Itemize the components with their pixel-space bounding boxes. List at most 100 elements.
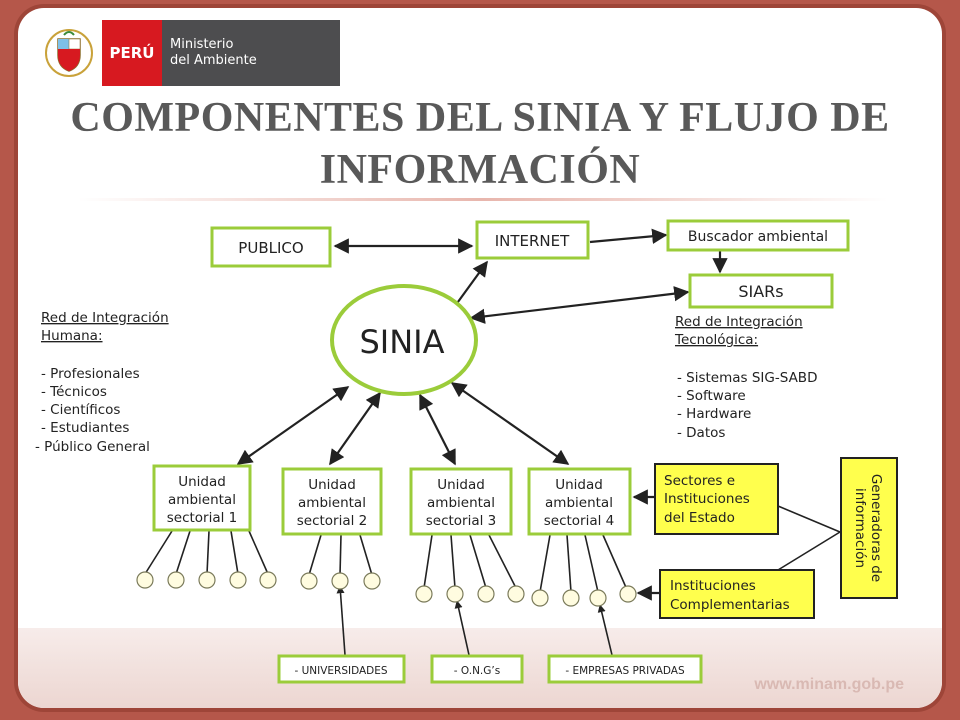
unit-box-3: Unidad ambiental sectorial 3 xyxy=(409,467,513,536)
arrow-siars-sinia xyxy=(469,286,690,324)
member-node xyxy=(198,571,216,589)
unit-box-2: Unidad ambiental sectorial 2 xyxy=(281,467,383,536)
member-node xyxy=(259,571,277,589)
tech-network-item: - Software xyxy=(677,388,746,404)
generadoras-label: Generadoras de xyxy=(868,474,884,582)
website-url: www.minam.gob.pe xyxy=(754,676,904,693)
title-line-1: COMPONENTES DEL SINIA Y FLUJO DE xyxy=(70,95,890,141)
buscador-label: Buscador ambiental xyxy=(688,229,828,245)
arrow-internet-buscador xyxy=(589,228,668,244)
complementarias-label: Complementarias xyxy=(670,597,790,613)
fan-line xyxy=(450,534,456,589)
member-node xyxy=(136,571,154,589)
fan-line xyxy=(488,534,517,589)
member-node xyxy=(531,589,549,607)
siars-label: SIARs xyxy=(738,282,783,301)
arrow-universidades xyxy=(336,585,346,656)
arrow-sinia-unit-3 xyxy=(419,393,456,466)
fan-line xyxy=(248,530,269,575)
fan-line xyxy=(423,534,433,589)
ministry-logo: PERÚ Ministerio del Ambiente xyxy=(36,20,340,86)
sectores-label: Sectores e xyxy=(664,473,735,489)
fan-line xyxy=(206,530,210,575)
empresas-label: - EMPRESAS PRIVADAS xyxy=(565,665,685,677)
ongs-box: - O.N.G’s xyxy=(430,654,524,684)
fan-line xyxy=(469,534,487,589)
member-node xyxy=(229,571,247,589)
member-node xyxy=(562,589,580,607)
sectores-label: Instituciones xyxy=(664,491,750,507)
member-node xyxy=(167,571,185,589)
unit-label: sectorial 2 xyxy=(297,513,368,529)
fan-line xyxy=(602,534,629,593)
sectores-box: Sectores e Instituciones del Estado xyxy=(654,463,779,535)
unit-label: Unidad xyxy=(555,477,603,493)
ministry-line-1: Ministerio xyxy=(170,37,234,52)
line-generadoras-sectores xyxy=(777,531,841,571)
unit-label: Unidad xyxy=(437,477,485,493)
unit-label: sectorial 1 xyxy=(167,510,238,526)
member-node xyxy=(415,585,433,603)
sinia-label: SINIA xyxy=(359,323,444,361)
human-network-item: - Profesionales xyxy=(41,366,140,382)
empresas-box: - EMPRESAS PRIVADAS xyxy=(547,654,703,684)
unit-label: ambiental xyxy=(298,495,366,511)
member-node xyxy=(363,572,381,590)
arrow-empresas xyxy=(597,604,613,656)
fan-line xyxy=(175,530,191,575)
arrow-sinia-unit-2 xyxy=(329,391,381,466)
member-node xyxy=(477,585,495,603)
tech-network-item: - Hardware xyxy=(677,406,751,422)
title-divider xyxy=(78,198,888,201)
connectors xyxy=(144,228,841,656)
generadoras-box: Generadoras de información xyxy=(840,457,898,599)
member-node xyxy=(589,589,607,607)
complementarias-box: Instituciones Complementarias xyxy=(659,569,815,619)
coat-of-arms-icon xyxy=(36,20,102,86)
universidades-label: - UNIVERSIDADES xyxy=(294,665,387,677)
internet-box: INTERNET xyxy=(475,220,590,260)
member-node xyxy=(446,585,464,603)
sinia-node: SINIA xyxy=(330,284,478,396)
unit-label: ambiental xyxy=(427,495,495,511)
member-node xyxy=(619,585,637,603)
fan-line xyxy=(584,534,599,593)
unit-box-4: Unidad ambiental sectorial 4 xyxy=(527,467,632,536)
arrow-ongs xyxy=(454,600,470,656)
generadoras-label: información xyxy=(852,488,868,568)
buscador-box: Buscador ambiental xyxy=(666,219,850,252)
tech-network-item: - Sistemas SIG-SABD xyxy=(677,370,817,386)
member-nodes xyxy=(136,571,637,607)
publico-box: PUBLICO xyxy=(210,226,332,268)
line-sectores-generadoras xyxy=(777,505,841,533)
unit-label: sectorial 3 xyxy=(426,513,497,529)
unit-label: Unidad xyxy=(178,474,226,490)
member-node xyxy=(300,572,318,590)
ministry-line-2: del Ambiente xyxy=(170,53,257,68)
human-network: Red de Integración Humana: - Profesional… xyxy=(35,310,169,455)
peru-label: PERÚ xyxy=(102,20,162,86)
tech-network-title-1: Red de Integración xyxy=(675,314,803,330)
unit-label: ambiental xyxy=(545,495,613,511)
internet-label: INTERNET xyxy=(495,232,570,250)
member-node xyxy=(507,585,525,603)
arrow-sinia-unit-1 xyxy=(236,386,350,465)
unit-label: ambiental xyxy=(168,492,236,508)
siars-box: SIARs xyxy=(688,273,834,309)
human-network-title-1: Red de Integración xyxy=(41,310,169,326)
fan-line xyxy=(539,534,551,593)
fan-line xyxy=(359,534,373,576)
universidades-box: - UNIVERSIDADES xyxy=(277,654,406,684)
tech-network-item: - Datos xyxy=(677,425,725,441)
publico-label: PUBLICO xyxy=(238,239,303,257)
human-network-item: - Estudiantes xyxy=(41,420,129,436)
unit-label: Unidad xyxy=(308,477,356,493)
arrow-sinia-unit-4 xyxy=(450,382,570,465)
tech-network-title-2: Tecnológica: xyxy=(674,332,758,348)
unit-label: sectorial 4 xyxy=(544,513,615,529)
complementarias-label: Instituciones xyxy=(670,578,756,594)
ongs-label: - O.N.G’s xyxy=(454,665,500,677)
ministry-name: Ministerio del Ambiente xyxy=(162,20,340,86)
member-node xyxy=(331,572,349,590)
